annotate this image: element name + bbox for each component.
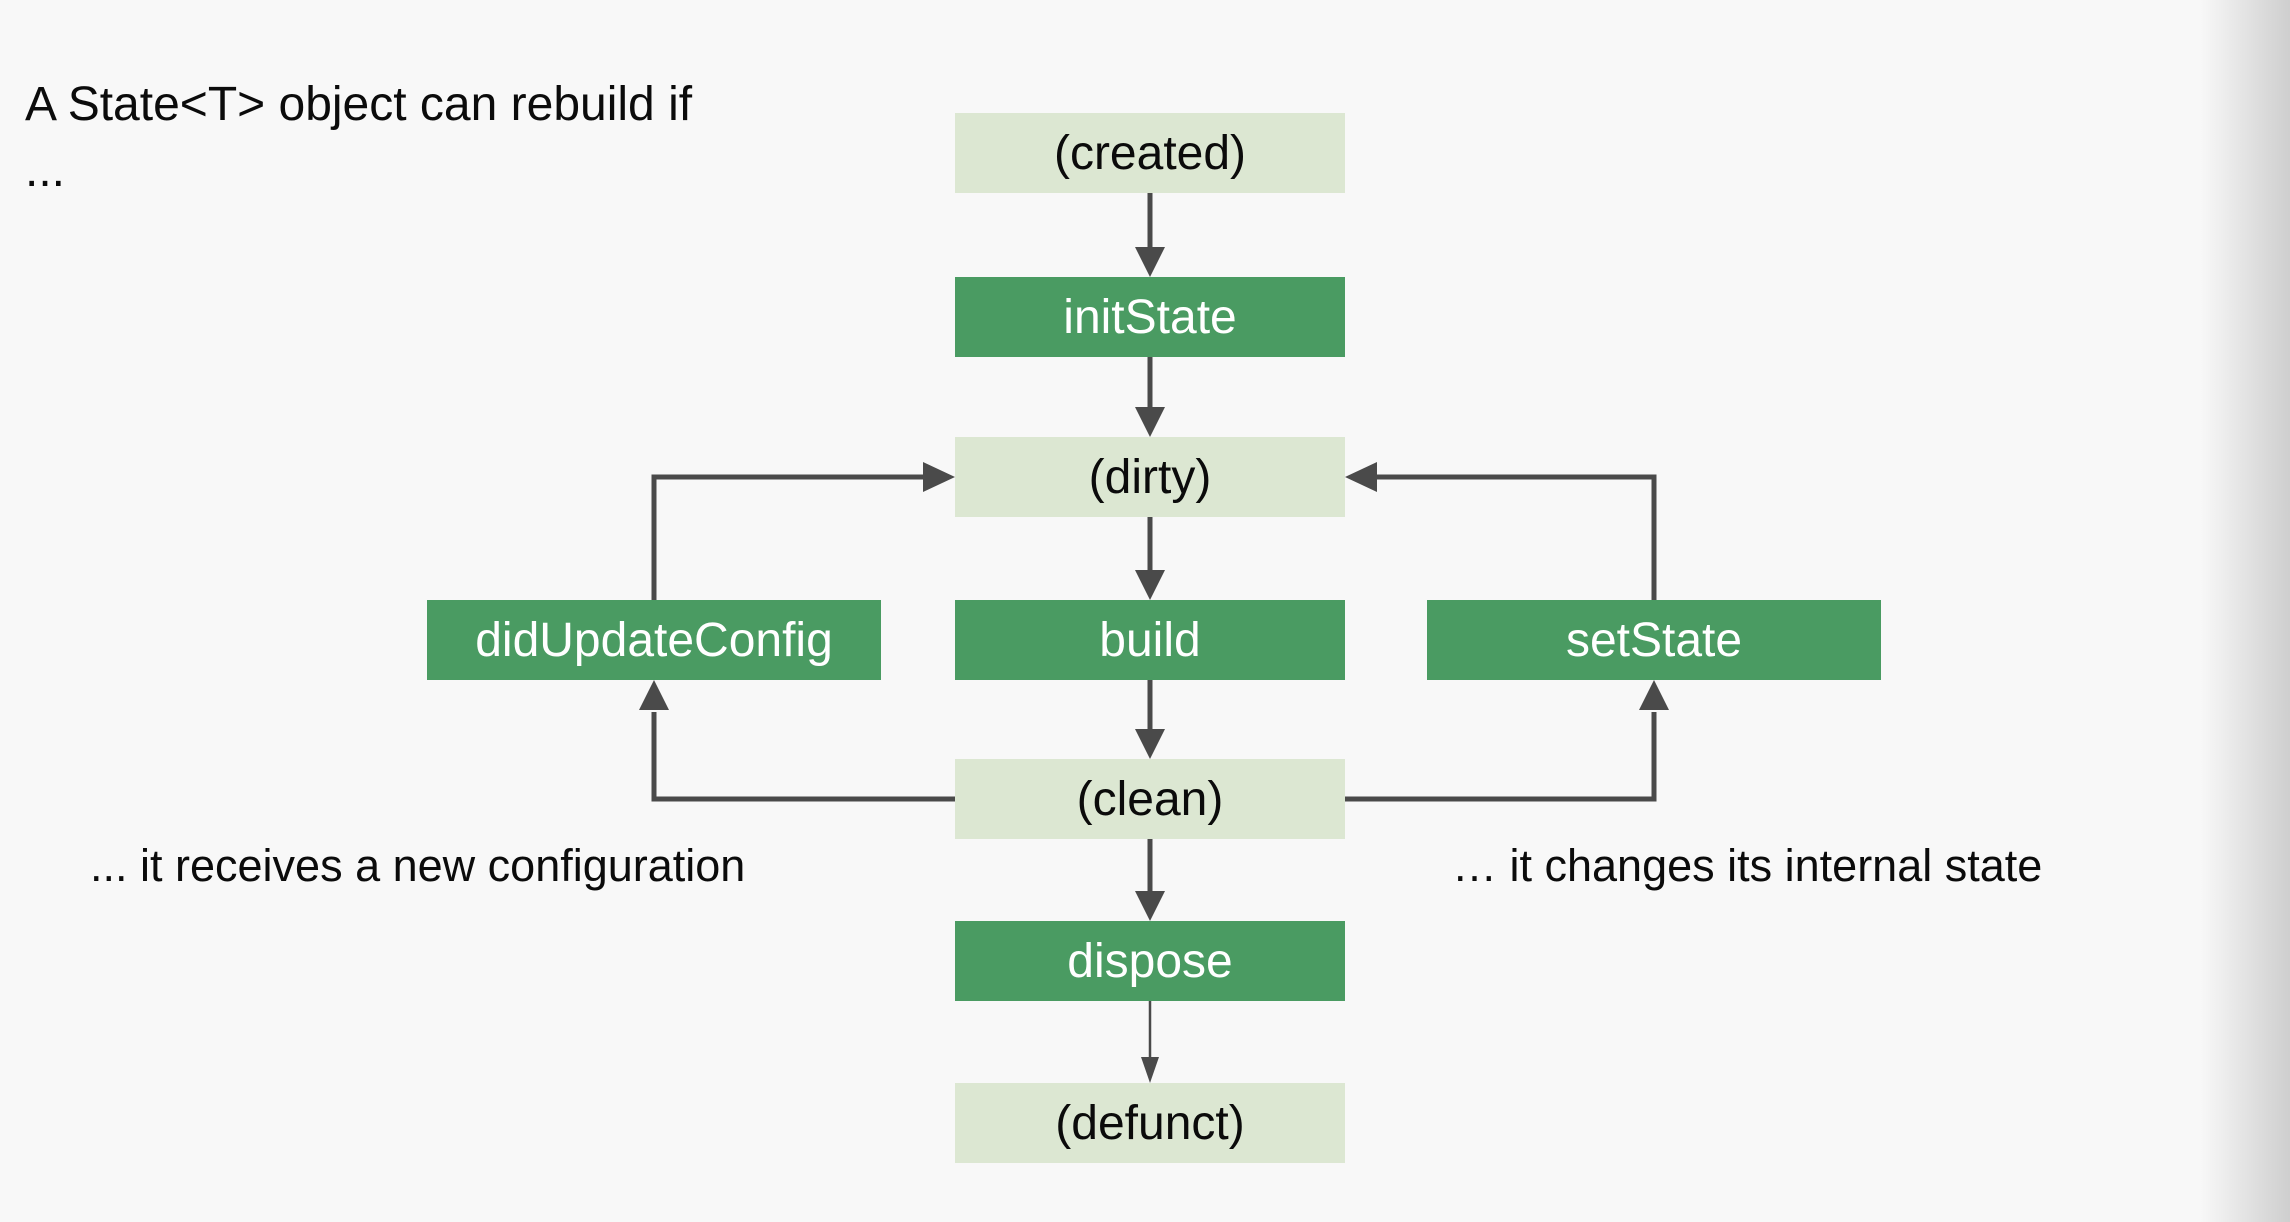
arrow-dirty-to-build (1135, 517, 1165, 600)
arrow-didupdateconfig-to-dirty (651, 462, 955, 600)
annotation-new-configuration: ... it receives a new configuration (90, 840, 746, 891)
node-defunct-state: (defunct) (955, 1083, 1345, 1163)
arrow-initstate-to-dirty (1135, 357, 1165, 437)
annotation-internal-state: … it changes its internal state (1452, 840, 2043, 891)
node-setstate-method: setState (1427, 600, 1881, 680)
arrow-dispose-to-defunct (1141, 1001, 1159, 1083)
arrow-clean-to-setstate (1345, 680, 1669, 802)
node-initstate-method: initState (955, 277, 1345, 357)
node-build-method: build (955, 600, 1345, 680)
arrow-clean-to-dispose (1135, 839, 1165, 921)
node-dirty-state: (dirty) (955, 437, 1345, 517)
arrow-created-to-initstate (1135, 193, 1165, 277)
arrow-setstate-to-dirty (1345, 462, 1657, 600)
node-clean-state: (clean) (955, 759, 1345, 839)
node-created-state: (created) (955, 113, 1345, 193)
arrow-clean-to-didupdateconfig (639, 680, 955, 802)
node-dispose-method: dispose (955, 921, 1345, 1001)
intro-caption: A State<T> object can rebuild if ... (25, 72, 692, 204)
intro-caption-line1: A State<T> object can rebuild if (25, 78, 693, 131)
arrow-build-to-clean (1135, 680, 1165, 759)
intro-caption-line2: ... (25, 144, 66, 197)
node-didupdateconfig-method: didUpdateConfig (427, 600, 881, 680)
